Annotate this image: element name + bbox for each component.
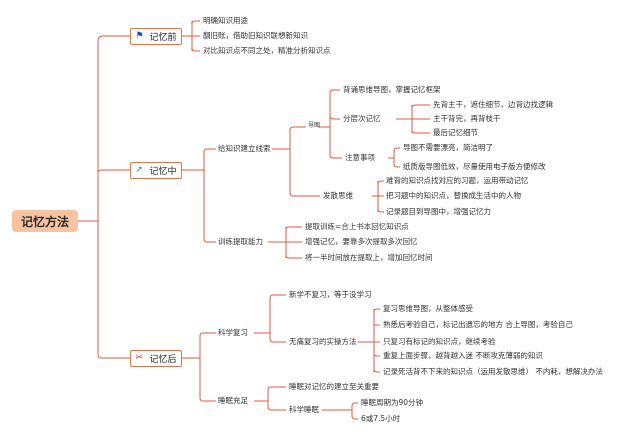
category-after[interactable]: ✂ 记忆后	[130, 350, 182, 367]
method-item-5: 记录死活背不下来的知识点（运用发散思维） 不内耗，想解决办法	[383, 367, 603, 376]
before-item-3: 对比知识点不同之处，精准分析知识点	[203, 46, 331, 55]
method-item-3: 只复习有标记的知识点，继续考验	[383, 337, 496, 346]
scissors-icon: ✂	[135, 353, 144, 363]
review-new-item: 新学不复习，等于没学习	[289, 290, 372, 299]
science-sleep-item-2: 6或7.5小时	[361, 414, 401, 423]
scientific-review-node[interactable]: 科学复习	[218, 328, 248, 337]
divergent-item-3: 记录题目到导图中，增强记忆力	[386, 207, 491, 216]
method-item-4: 重复上面步骤，越背越入迷 不断攻克薄弱的知识	[383, 351, 543, 360]
layered-item-3: 最后记忆细节	[433, 128, 478, 137]
divergent-thinking-node[interactable]: 发散思维	[323, 191, 353, 200]
science-sleep-node[interactable]: 科学睡眠	[289, 405, 319, 414]
retrieve-item-2: 增强记忆，要靠多次提取多次回忆	[305, 237, 418, 246]
before-connector	[182, 20, 200, 52]
map-back-item: 背诵思维导图，掌握记忆框架	[343, 85, 441, 94]
notes-item-2: 纸质版导图低效，尽量使用电子版方便修改	[403, 162, 546, 171]
flag-icon: ⚑	[135, 31, 144, 41]
paper-plane-icon: ➚	[135, 165, 144, 175]
retrieve-item-3: 将一半时间放在提取上，增加回忆时间	[305, 253, 433, 262]
science-sleep-item-1: 睡眠周期为90分钟	[361, 398, 424, 407]
layered-memory-node[interactable]: 分层次记忆	[343, 114, 381, 123]
method-item-1: 复习思维导图，从整体感受	[383, 304, 473, 313]
retrieve-training-node[interactable]: 训练提取能力	[218, 237, 263, 246]
divergent-item-1: 难背的知识点找对应的习题，运用带动记忆	[386, 176, 529, 185]
during-connector	[182, 148, 216, 243]
before-item-1: 明确知识用途	[203, 16, 248, 25]
category-during[interactable]: ➚ 记忆中	[130, 162, 182, 179]
notes-item-1: 导图不需要漂亮，简洁明了	[403, 143, 493, 152]
category-after-label: 记忆后	[149, 355, 177, 365]
category-during-label: 记忆中	[149, 167, 177, 177]
review-method-node[interactable]: 无痛复习的实操方法	[289, 337, 357, 346]
build-clues-node[interactable]: 给知识建立线索	[218, 144, 271, 153]
layered-item-2: 主干背完，再背枝干	[433, 114, 501, 123]
retrieve-item-1: 提取训练=合上书本回忆知识点	[305, 222, 409, 231]
mindmap-node[interactable]: 导图	[308, 122, 321, 129]
category-before-label: 记忆前	[149, 33, 177, 43]
root-node[interactable]: 记忆方法	[12, 210, 78, 232]
category-before[interactable]: ⚑ 记忆前	[130, 28, 182, 45]
trunk-line	[97, 35, 130, 359]
sleep-item: 睡眠对记忆的建立至关重要	[289, 382, 379, 391]
notes-node[interactable]: 注意事项	[345, 153, 375, 162]
after-connector	[182, 332, 216, 402]
divergent-item-2: 把习题中的知识点，替换成生活中的人物	[386, 191, 521, 200]
layered-item-1: 先背主干，遮住细节，边背边找逻辑	[433, 100, 553, 109]
before-item-2: 翻旧账，借助旧知识联想新知识	[203, 31, 308, 40]
sleep-node[interactable]: 睡眠充足	[218, 396, 248, 405]
method-item-2: 熟悉后考验自己，标记出遗忘的地方 合上导图，考验自己	[383, 320, 573, 329]
